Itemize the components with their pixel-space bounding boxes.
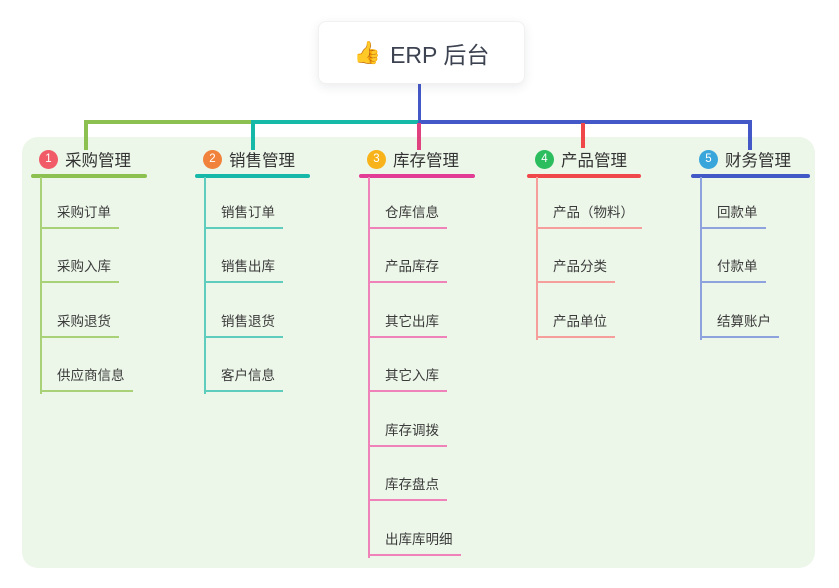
- root-node[interactable]: 👍 ERP 后台: [318, 21, 525, 84]
- connector-drop-finance: [748, 120, 752, 150]
- root-node-label: ERP 后台: [390, 41, 490, 68]
- connector-drop-product: [581, 123, 585, 148]
- child-node[interactable]: 采购订单: [41, 201, 119, 229]
- root-stem-line: [418, 82, 421, 122]
- branch-number-badge: 2: [203, 149, 222, 169]
- child-node[interactable]: 采购入库: [41, 255, 119, 283]
- branch-header-product[interactable]: 4 产品管理: [535, 147, 627, 171]
- branch-label: 库存管理: [393, 152, 459, 170]
- branch-underline: [195, 174, 310, 178]
- mindmap-background-panel: [22, 137, 815, 568]
- branch-label: 采购管理: [65, 152, 131, 170]
- branch-underline: [691, 174, 810, 178]
- branch-header-inventory[interactable]: 3 库存管理: [367, 147, 459, 171]
- child-node[interactable]: 销售订单: [205, 201, 283, 229]
- connector-drop-sales: [251, 120, 255, 150]
- child-node[interactable]: 库存盘点: [369, 473, 447, 501]
- child-node[interactable]: 供应商信息: [41, 364, 133, 392]
- child-node[interactable]: 其它出库: [369, 310, 447, 338]
- branch-trunk-line: [40, 177, 42, 394]
- child-node[interactable]: 回款单: [701, 201, 766, 229]
- connector-bus-green: [84, 120, 257, 124]
- branch-underline: [359, 174, 475, 178]
- branch-trunk-line: [536, 177, 538, 340]
- branch-label: 销售管理: [229, 152, 295, 170]
- child-node[interactable]: 销售出库: [205, 255, 283, 283]
- branch-label: 财务管理: [725, 152, 791, 170]
- connector-bus-blue: [418, 120, 752, 124]
- child-node[interactable]: 库存调拨: [369, 419, 447, 447]
- child-node[interactable]: 客户信息: [205, 364, 283, 392]
- branch-header-sales[interactable]: 2 销售管理: [203, 147, 295, 171]
- branch-header-finance[interactable]: 5 财务管理: [699, 147, 791, 171]
- branch-label: 产品管理: [561, 152, 627, 170]
- branch-trunk-line: [204, 177, 206, 394]
- child-node[interactable]: 产品（物料）: [537, 201, 642, 229]
- child-node[interactable]: 仓库信息: [369, 201, 447, 229]
- branch-number-badge: 4: [535, 149, 554, 169]
- child-node[interactable]: 出库库明细: [369, 528, 461, 556]
- branch-header-procurement[interactable]: 1 采购管理: [39, 147, 131, 171]
- thumbs-up-icon: 👍: [353, 39, 382, 65]
- child-node[interactable]: 其它入库: [369, 364, 447, 392]
- connector-bus-teal: [255, 120, 420, 124]
- branch-underline: [527, 174, 641, 178]
- child-node[interactable]: 产品库存: [369, 255, 447, 283]
- child-node[interactable]: 销售退货: [205, 310, 283, 338]
- branch-number-badge: 3: [367, 149, 386, 169]
- branch-underline: [31, 174, 147, 178]
- child-node[interactable]: 产品单位: [537, 310, 615, 338]
- branch-trunk-line: [368, 177, 370, 558]
- branch-number-badge: 1: [39, 149, 58, 169]
- connector-drop-procurement: [84, 120, 88, 150]
- child-node[interactable]: 付款单: [701, 255, 766, 283]
- branch-number-badge: 5: [699, 149, 718, 169]
- child-node[interactable]: 结算账户: [701, 310, 779, 338]
- branch-trunk-line: [700, 177, 702, 340]
- child-node[interactable]: 产品分类: [537, 255, 615, 283]
- child-node[interactable]: 采购退货: [41, 310, 119, 338]
- connector-drop-inventory: [417, 123, 421, 150]
